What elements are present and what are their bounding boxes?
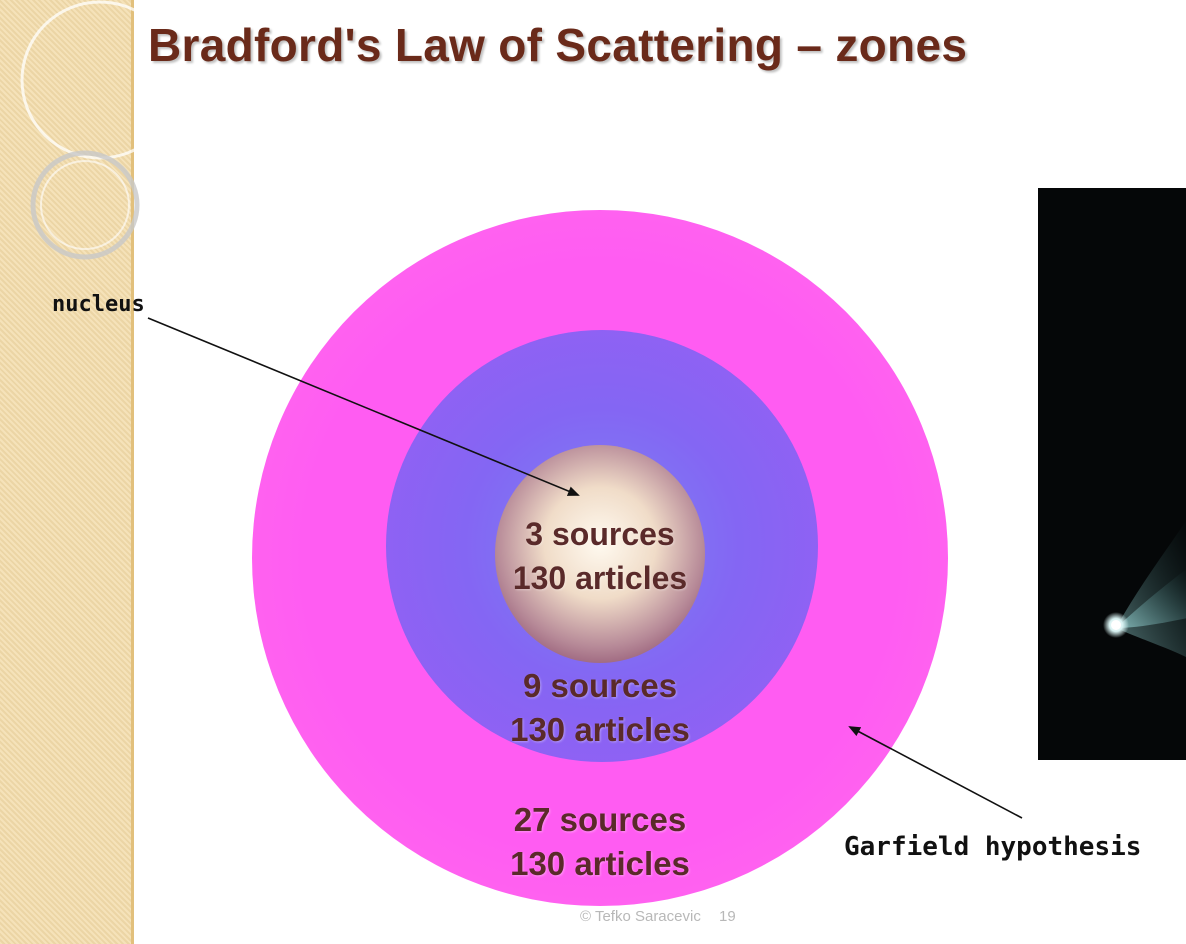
outer-zone-label: 27 sources 130 articles <box>470 798 730 886</box>
page-number: 19 <box>719 908 736 925</box>
slide-title: Bradford's Law of Scattering – zones <box>148 19 968 71</box>
middle-zone-label: 9 sources 130 articles <box>470 664 730 752</box>
slide-footer: © Tefko Saracevic 19 <box>580 908 736 925</box>
footer-copyright: © Tefko Saracevic <box>580 908 701 925</box>
decorative-circles <box>20 0 150 260</box>
comet-photo <box>1038 188 1186 760</box>
middle-zone-sources: 9 sources <box>522 667 678 704</box>
nucleus-callout-label: nucleus <box>52 292 145 317</box>
nucleus-zone-articles: 130 articles <box>512 560 688 596</box>
garfield-callout-label: Garfield hypothesis <box>844 832 1142 862</box>
outer-zone-sources: 27 sources <box>513 801 687 838</box>
nucleus-zone-label: 3 sources 130 articles <box>500 512 700 600</box>
outer-zone-articles: 130 articles <box>510 845 690 882</box>
middle-zone-articles: 130 articles <box>510 711 690 748</box>
nucleus-zone-sources: 3 sources <box>525 516 675 552</box>
